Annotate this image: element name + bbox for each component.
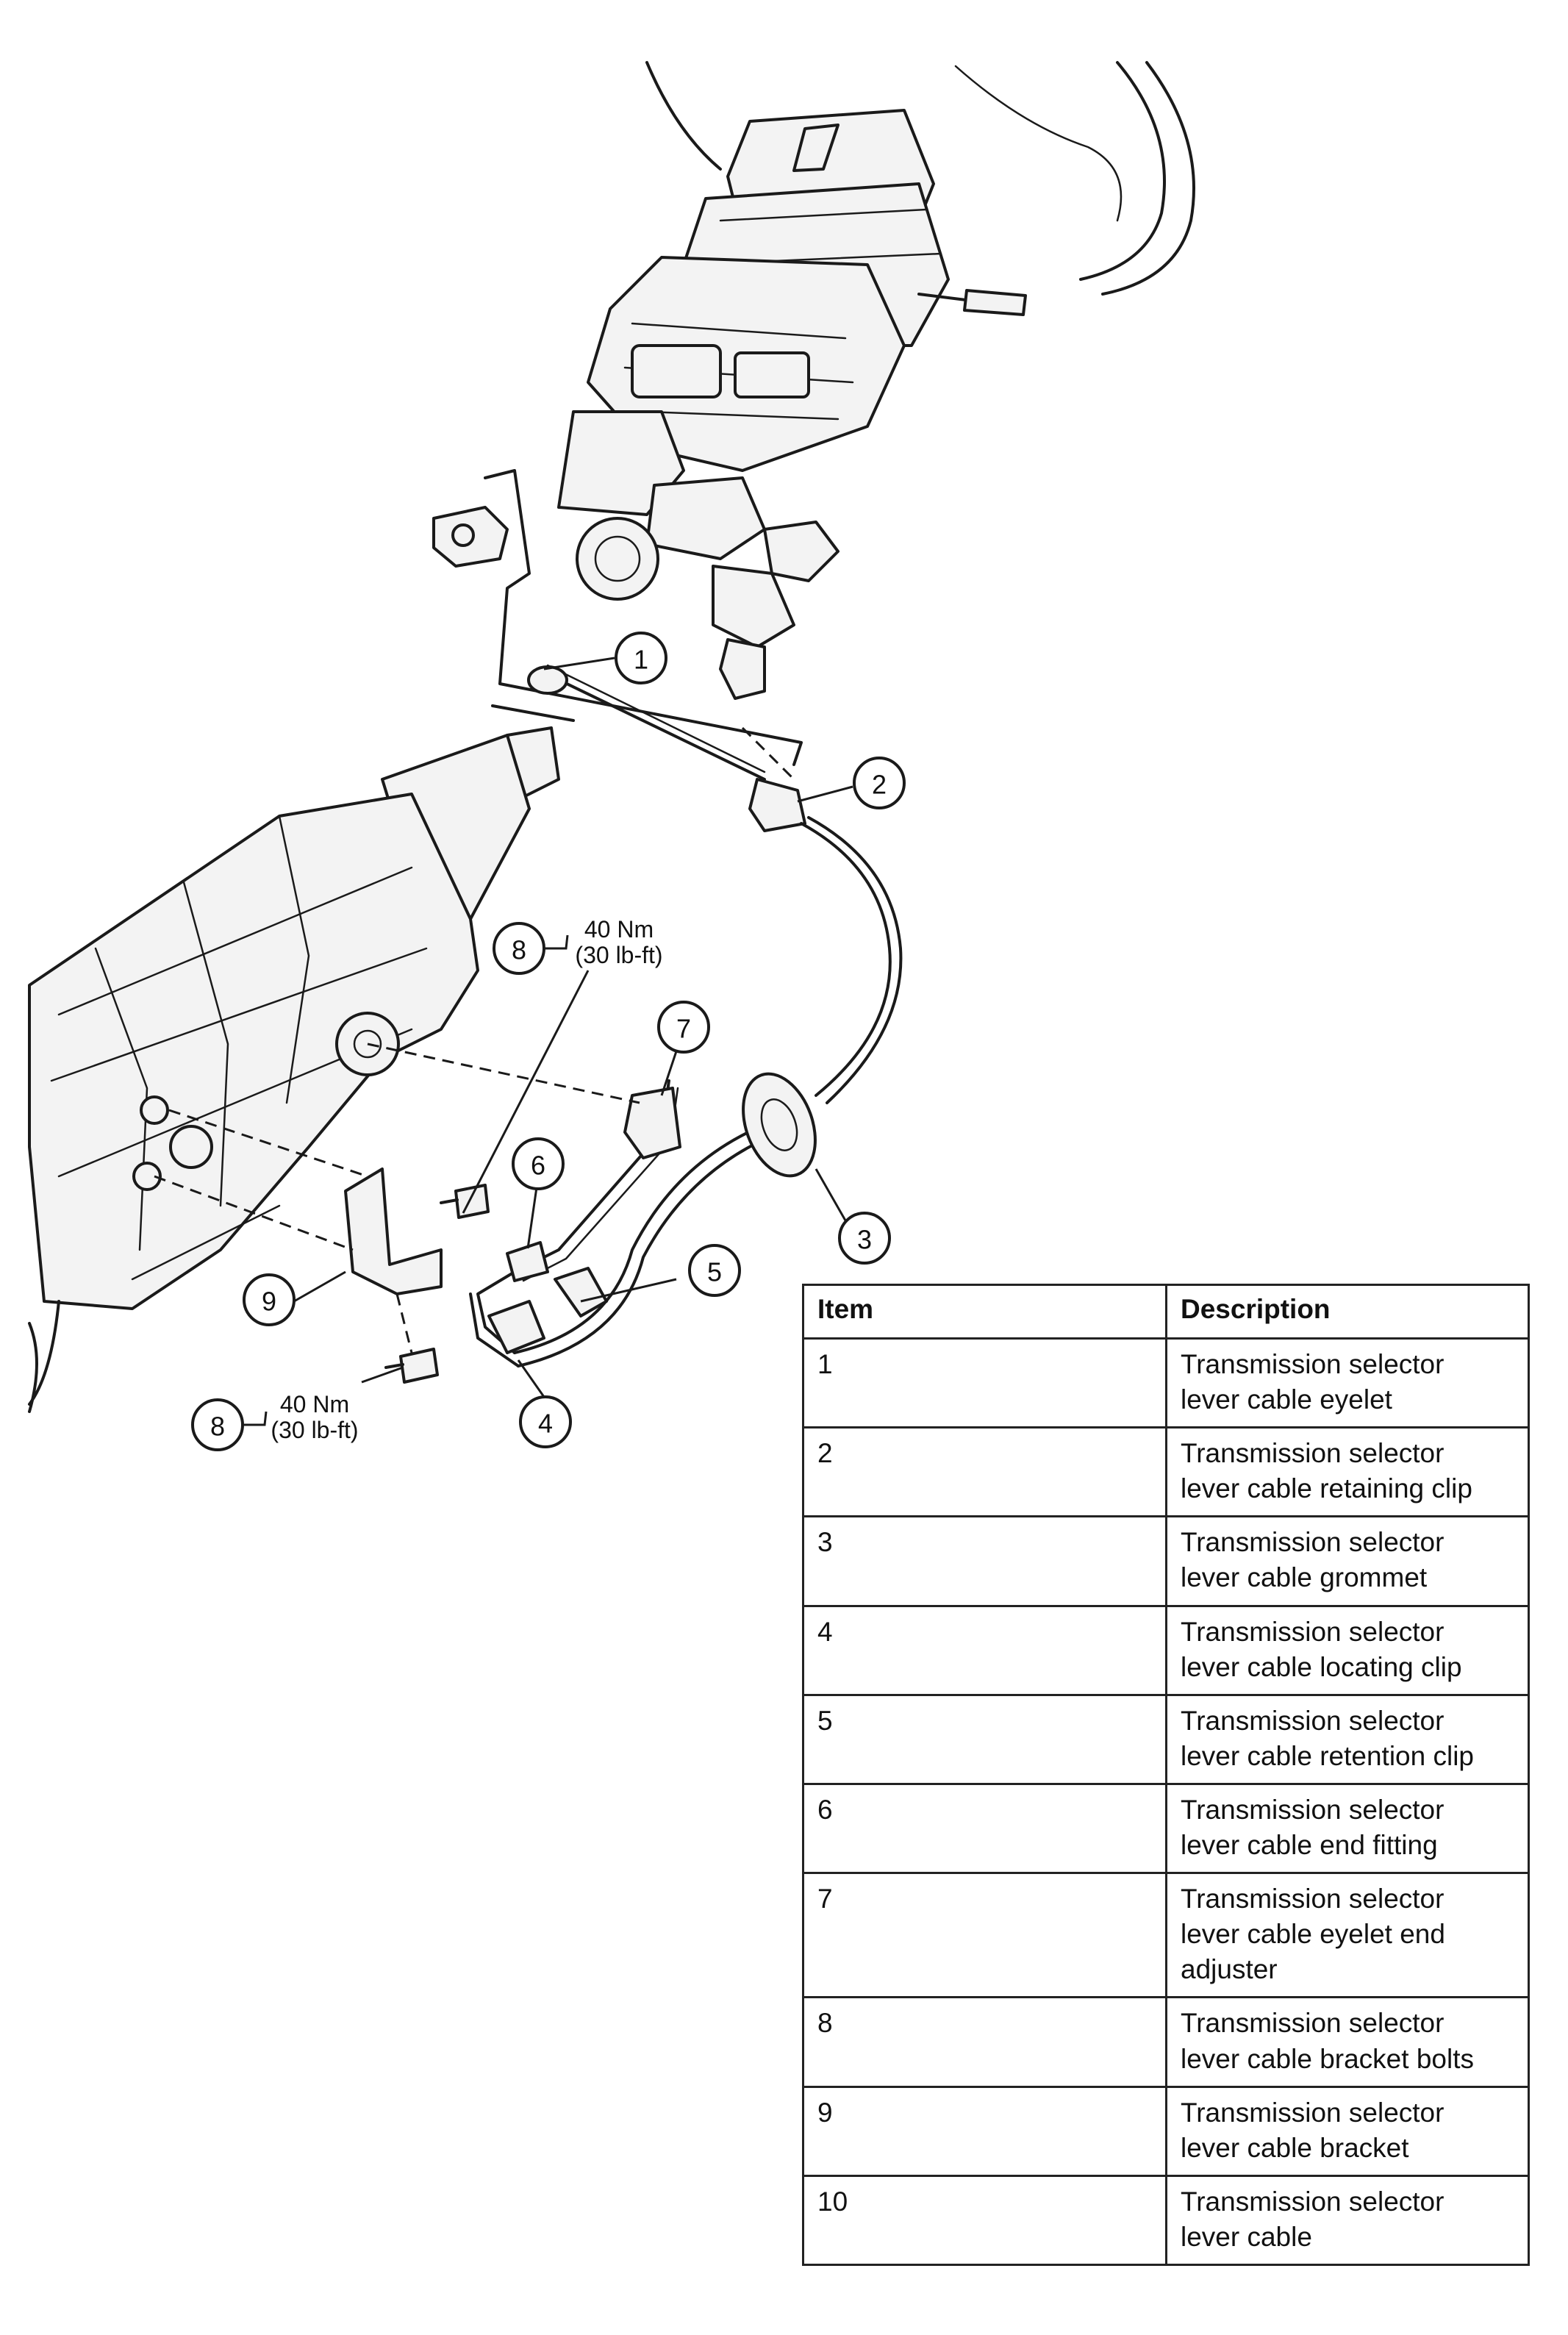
legend-item-number: 2 <box>802 1426 1167 1518</box>
locating-clip <box>487 1300 545 1354</box>
legend-item-description: Transmission selector lever cable retent… <box>1165 1693 1530 1785</box>
callout-7: 7 <box>657 1001 710 1054</box>
callout-9-label: 9 <box>262 1287 276 1317</box>
legend-item-description: Transmission selector lever cable end fi… <box>1165 1782 1530 1875</box>
legend-item-number: 9 <box>802 2085 1167 2177</box>
callout-8-lower-label: 8 <box>210 1412 225 1442</box>
legend-item-number: 6 <box>802 1782 1167 1875</box>
callout-2: 2 <box>853 757 906 809</box>
callout-8-lower: 8 <box>191 1398 268 1451</box>
legend-row: 3 Transmission selector lever cable grom… <box>802 1515 1530 1607</box>
callout-4-label: 4 <box>538 1409 553 1439</box>
legend-item-number: 5 <box>802 1693 1167 1785</box>
callout-9: 9 <box>243 1273 296 1326</box>
callout-6: 6 <box>512 1137 565 1190</box>
callout-3: 3 <box>838 1212 891 1265</box>
legend-item-description: Transmission selector lever cable bracke… <box>1165 1996 1530 2088</box>
legend-item-number: 7 <box>802 1872 1167 1999</box>
cable-end-fitting <box>506 1241 549 1282</box>
legend-item-number: 10 <box>802 2174 1167 2266</box>
bracket-bolt-lower <box>384 1348 439 1384</box>
legend-item-description: Transmission selector lever cable <box>1165 2174 1530 2266</box>
steering-column-assembly <box>432 61 1195 766</box>
legend-item-description: Transmission selector lever cable bracke… <box>1165 2085 1530 2177</box>
legend-row: 1 Transmission selector lever cable eyel… <box>802 1337 1530 1429</box>
callout-5-label: 5 <box>707 1257 722 1287</box>
legend-item-number: 3 <box>802 1515 1167 1607</box>
cable-grommet <box>742 1072 817 1178</box>
legend-header-row: Item Description <box>802 1284 1530 1340</box>
cable-bracket <box>344 1168 443 1295</box>
retention-clip <box>554 1267 608 1317</box>
legend-row: 7 Transmission selector lever cable eyel… <box>802 1872 1530 1999</box>
legend-row: 5 Transmission selector lever cable rete… <box>802 1693 1530 1785</box>
legend-row: 6 Transmission selector lever cable end … <box>802 1782 1530 1875</box>
callout-8-upper-label: 8 <box>512 935 526 965</box>
legend-item-number: 4 <box>802 1604 1167 1696</box>
bracket-bolt-upper <box>440 1184 490 1219</box>
callout-5: 5 <box>688 1244 741 1297</box>
torque-lower-metric: 40 Nm <box>280 1391 349 1417</box>
legend-row: 10 Transmission selector lever cable <box>802 2174 1530 2266</box>
transmission-assembly <box>28 726 560 1413</box>
callout-2-label: 2 <box>872 770 887 800</box>
callout-1-label: 1 <box>634 645 648 675</box>
leader-lines <box>154 657 853 1398</box>
legend-row: 8 Transmission selector lever cable brac… <box>802 1996 1530 2088</box>
legend-header-item: Item <box>802 1284 1167 1340</box>
parts-legend-table: Item Description 1 Transmission selector… <box>802 1284 1530 2266</box>
callout-4: 4 <box>519 1395 572 1448</box>
torque-upper-metric: 40 Nm <box>584 916 654 943</box>
legend-item-description: Transmission selector lever cable locati… <box>1165 1604 1530 1696</box>
legend-row: 4 Transmission selector lever cable loca… <box>802 1604 1530 1696</box>
callout-8-upper: 8 <box>493 922 569 975</box>
legend-item-description: Transmission selector lever cable eyelet <box>1165 1337 1530 1429</box>
legend-item-description: Transmission selector lever cable eyelet… <box>1165 1872 1530 1999</box>
callout-6-label: 6 <box>531 1151 545 1181</box>
legend-row: 9 Transmission selector lever cable brac… <box>802 2085 1530 2177</box>
torque-lower-imperial: (30 lb-ft) <box>271 1417 358 1443</box>
callout-1: 1 <box>615 632 667 684</box>
torque-spec-lower: 40 Nm (30 lb-ft) <box>271 1391 358 1443</box>
legend-item-description: Transmission selector lever cable retain… <box>1165 1426 1530 1518</box>
torque-upper-imperial: (30 lb-ft) <box>575 942 662 968</box>
legend-row: 2 Transmission selector lever cable reta… <box>802 1426 1530 1518</box>
legend-header-description: Description <box>1165 1284 1530 1340</box>
eyelet-end-adjuster <box>623 1087 681 1159</box>
selector-lever-cable <box>469 664 903 1367</box>
callout-3-label: 3 <box>857 1225 872 1255</box>
legend-item-number: 1 <box>802 1337 1167 1429</box>
legend-item-number: 8 <box>802 1996 1167 2088</box>
callout-7-label: 7 <box>676 1014 691 1044</box>
torque-spec-upper: 40 Nm (30 lb-ft) <box>575 916 662 968</box>
legend-item-description: Transmission selector lever cable gromme… <box>1165 1515 1530 1607</box>
